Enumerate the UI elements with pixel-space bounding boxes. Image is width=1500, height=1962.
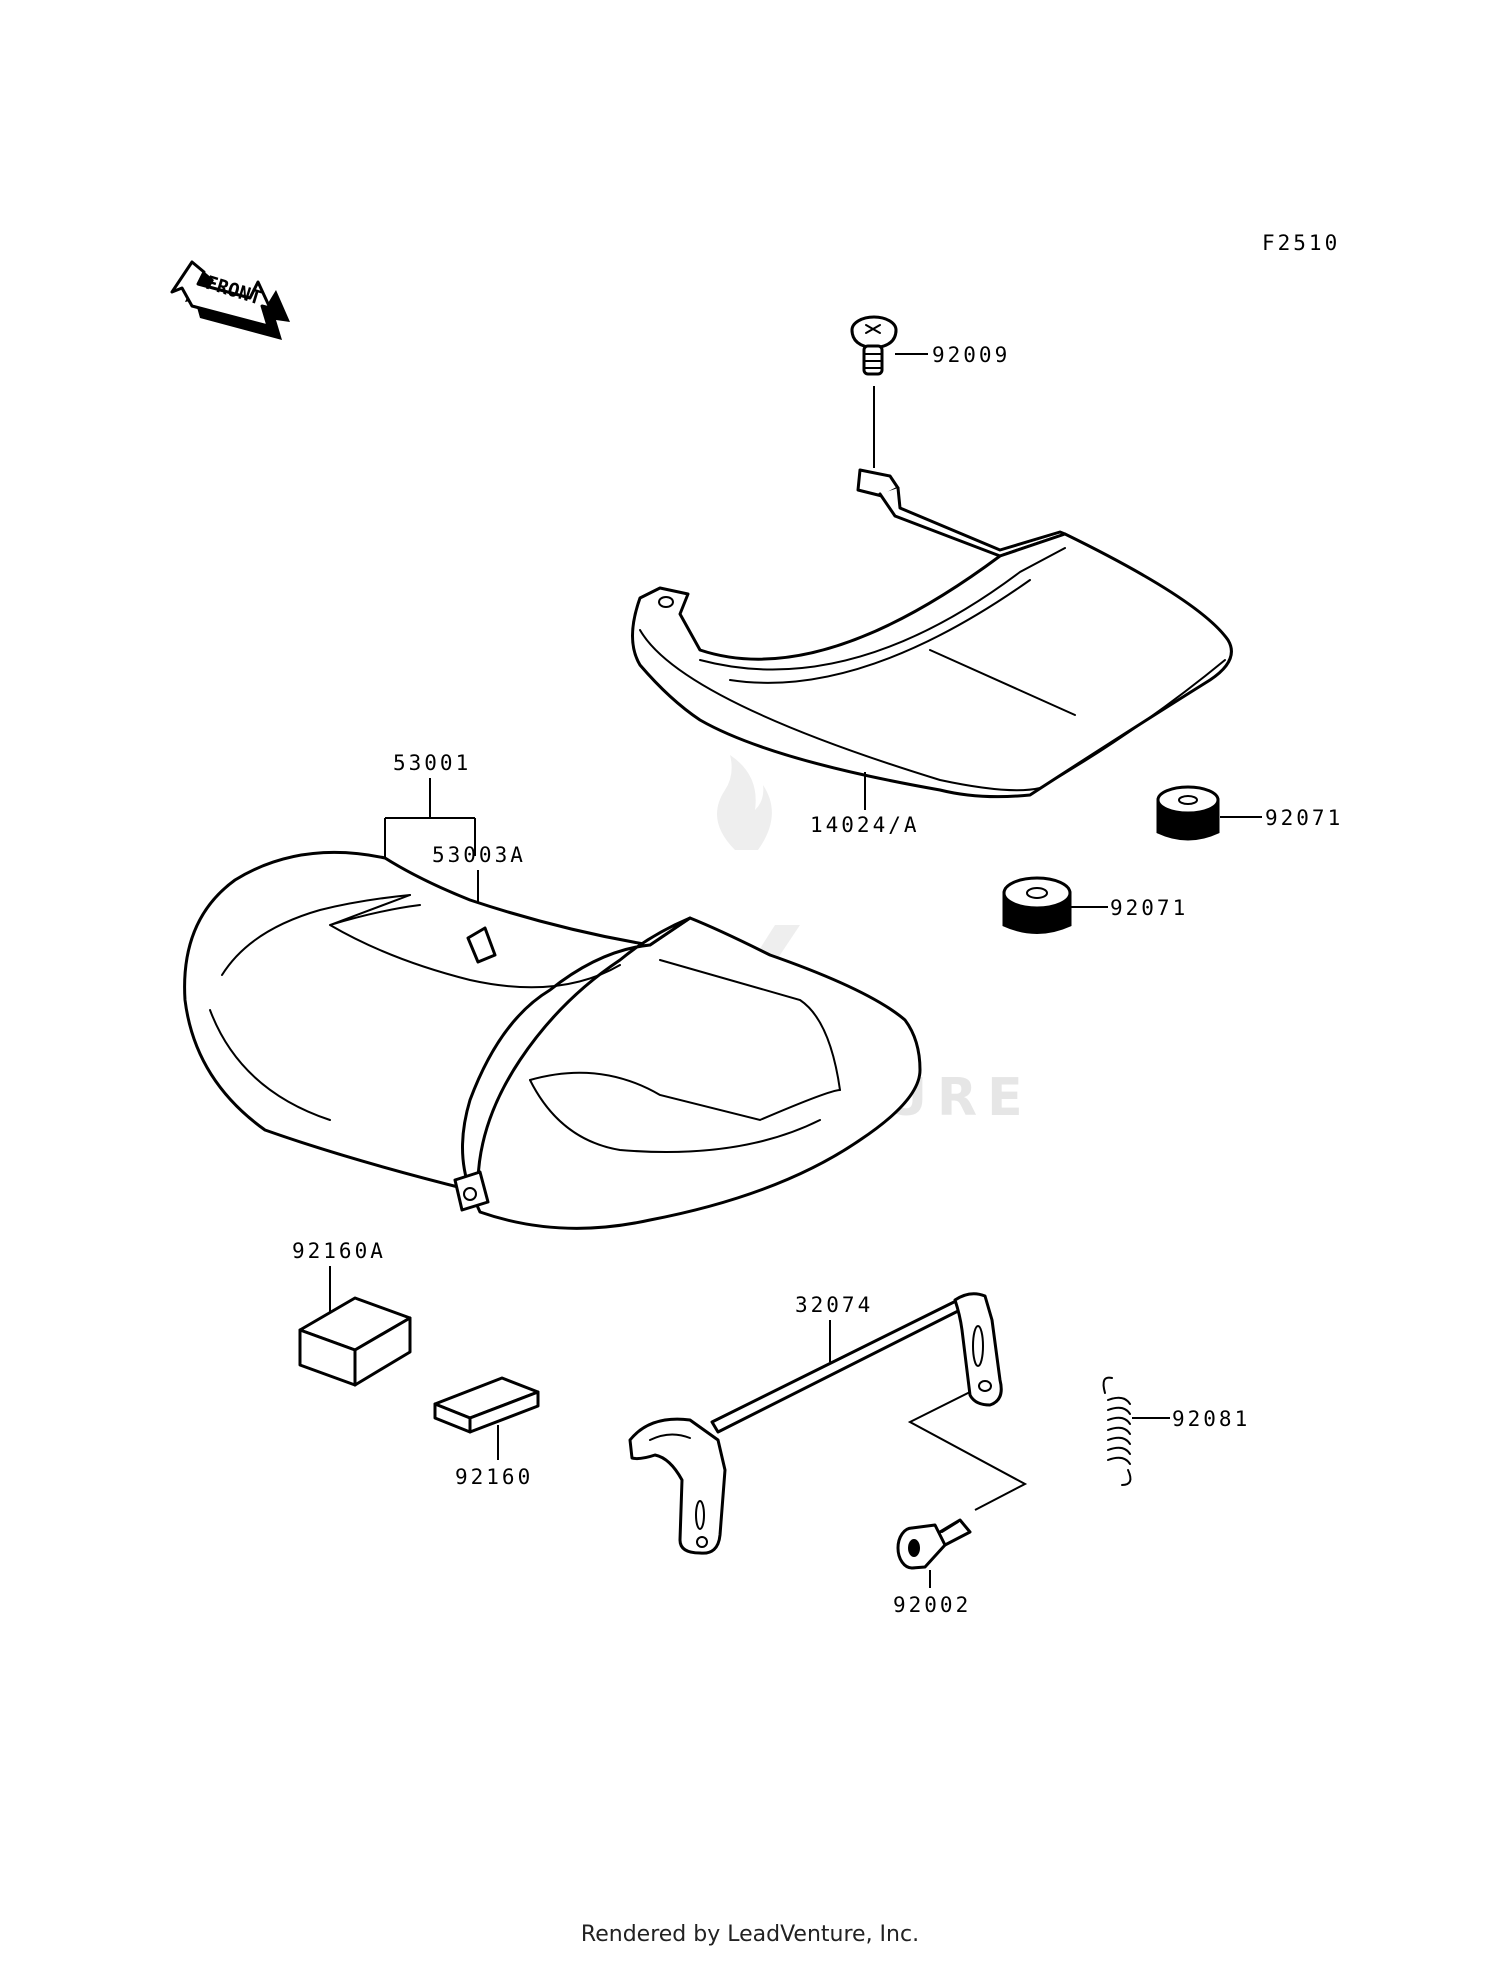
label-92081: 92081: [1172, 1407, 1250, 1431]
front-direction-arrow: FRONT: [170, 260, 290, 340]
lock-rod-32074: [628, 1292, 1003, 1555]
label-53003A: 53003A: [432, 843, 526, 867]
bolt-92009: [850, 315, 898, 376]
pad-92160: [433, 1376, 540, 1434]
label-92002: 92002: [893, 1593, 971, 1617]
label-92160A: 92160A: [292, 1239, 386, 1263]
rubber-damper-92071-lower: [1002, 876, 1072, 934]
label-92009: 92009: [932, 343, 1010, 367]
bolt-92002: [896, 1518, 972, 1570]
pad-92160A: [298, 1296, 412, 1387]
rear-carrier-14024A: [631, 468, 1233, 799]
spring-92081: [1102, 1376, 1132, 1486]
figure-code: F2510: [1262, 231, 1340, 255]
rubber-damper-92071-upper: [1156, 785, 1220, 841]
label-92071-lower: 92071: [1110, 896, 1188, 920]
label-14024A: 14024/A: [810, 813, 920, 837]
label-53001: 53001: [393, 751, 471, 775]
label-32074: 32074: [795, 1293, 873, 1317]
label-92071-upper: 92071: [1265, 806, 1343, 830]
seat-53001: [183, 850, 922, 1230]
label-92160: 92160: [455, 1465, 533, 1489]
footer-credit: Rendered by LeadVenture, Inc.: [580, 1922, 920, 1947]
